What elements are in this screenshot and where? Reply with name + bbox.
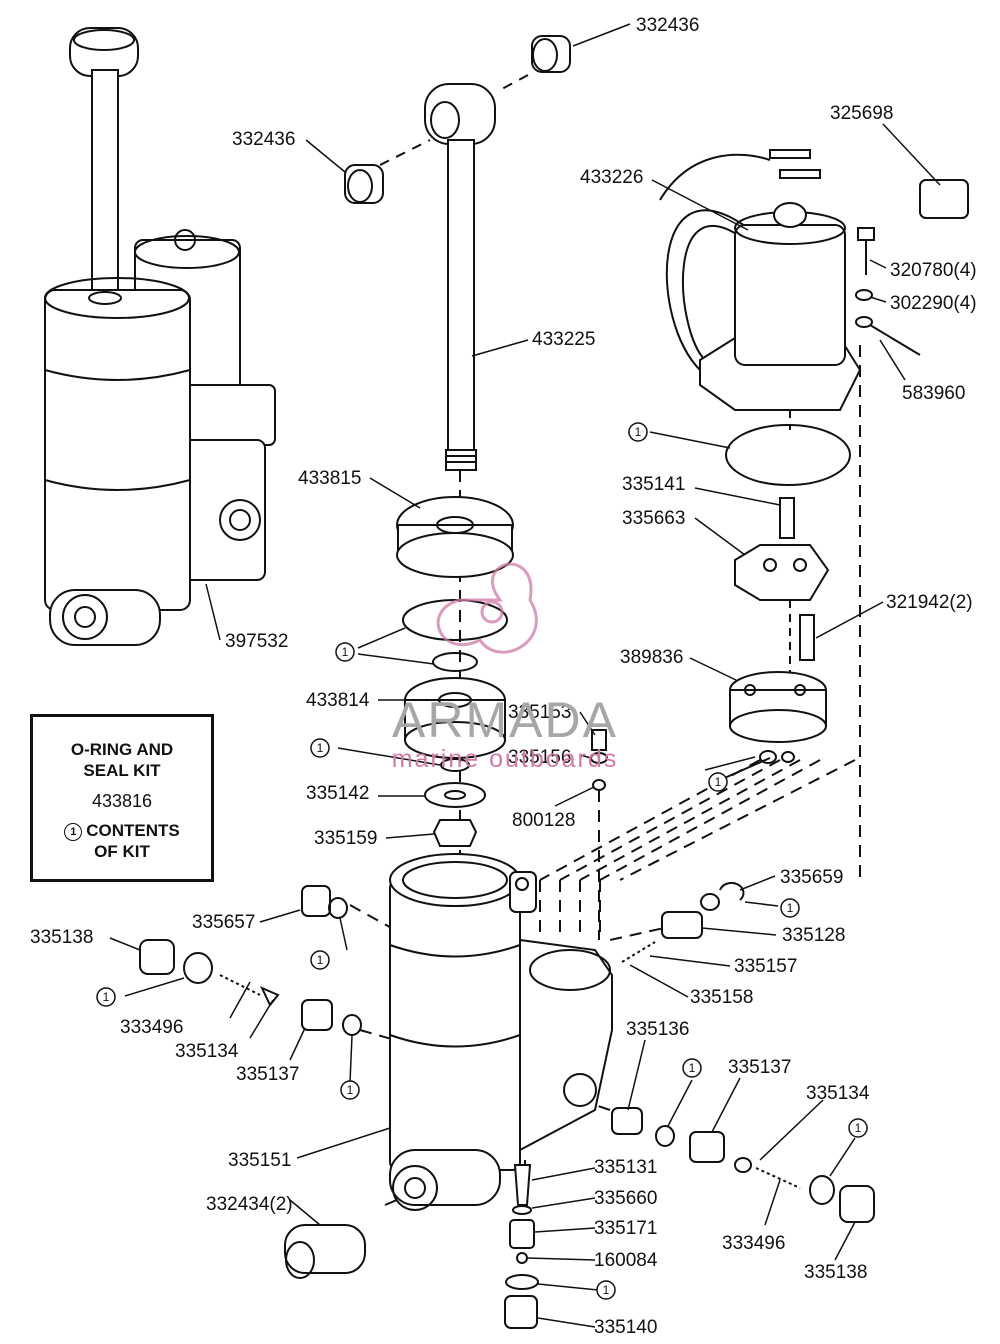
label-335157: 335157 [734,956,797,977]
label-335151: 335151 [228,1150,291,1171]
rod-433225 [344,35,571,471]
kit-marker: 1 [682,1058,702,1078]
label-433226: 433226 [580,167,643,188]
label-335137-right: 335137 [728,1057,791,1078]
label-335128: 335128 [782,925,845,946]
kit-marker: 1 [96,987,116,1007]
label-800128: 800128 [512,810,575,831]
label-397532: 397532 [225,631,288,652]
part-labels: 332436 332436 325698 433226 320780(4) 30… [30,15,977,1338]
kit-marker: 1 [708,772,728,792]
svg-text:1: 1 [317,741,324,755]
kit-marker: 1 [340,1080,360,1100]
svg-text:1: 1 [103,990,110,1004]
svg-text:1: 1 [317,953,324,967]
label-433814: 433814 [306,690,370,711]
label-335131: 335131 [594,1157,657,1178]
kit-number: 433816 [91,791,153,811]
kit-marker: 1 [596,1280,616,1300]
kit-marker: 1 [848,1118,868,1138]
kit-marker: 1 [780,898,800,918]
svg-text:1: 1 [855,1121,862,1135]
label-335141: 335141 [622,474,685,495]
svg-text:1: 1 [635,425,642,439]
kit-marker: 1 [310,738,330,758]
svg-text:1: 1 [787,901,794,915]
label-335140: 335140 [594,1317,657,1338]
svg-text:1: 1 [715,775,722,789]
kit-marker: 1 [628,422,648,442]
label-583960: 583960 [902,383,965,404]
label-335137-left: 335137 [236,1064,299,1085]
right-valves [611,882,875,1223]
bottom-stack [284,1164,539,1329]
label-335153: 335153 [508,702,571,723]
label-335156: 335156 [508,747,571,768]
label-333496-right: 333496 [722,1233,785,1254]
label-335138-left: 335138 [30,927,93,948]
label-335134-right: 335134 [806,1083,870,1104]
left-valves [139,885,362,1036]
label-335171: 335171 [594,1218,657,1239]
label-335134-left: 335134 [175,1041,239,1062]
label-332436-top: 332436 [636,15,699,36]
label-335138-right: 335138 [804,1262,867,1283]
label-335158: 335158 [690,987,753,1008]
svg-text:1: 1 [342,645,349,659]
label-335660: 335660 [594,1188,657,1209]
kit-marker: 1 [335,642,355,662]
label-325698: 325698 [830,103,893,124]
leader-lines [109,23,941,1328]
label-302290: 302290(4) [890,293,977,314]
assembly-lines [349,759,856,1206]
svg-text:1: 1 [603,1283,610,1297]
label-433815: 433815 [298,468,361,489]
label-389836: 389836 [620,647,683,668]
label-335136: 335136 [626,1019,689,1040]
label-160084: 160084 [594,1250,658,1271]
label-333496-left: 333496 [120,1017,183,1038]
label-332434: 332434(2) [206,1194,293,1215]
piston-stack [396,470,608,890]
svg-text:1: 1 [689,1061,696,1075]
label-335659: 335659 [780,867,843,888]
label-335159: 335159 [314,828,377,849]
housing-335151 [389,853,613,1211]
kit-title: O-RING AND SEAL KIT [70,740,174,780]
label-335142: 335142 [306,783,369,804]
label-320780: 320780(4) [890,260,977,281]
svg-text:1: 1 [347,1083,354,1097]
kit-marker: 1 [310,950,330,970]
kit-markers: 1 1 1 1 1 1 1 1 1 1 1 [96,422,868,1300]
kit-marker-icon: 1 [64,823,83,841]
label-335657: 335657 [192,912,255,933]
label-433225: 433225 [532,329,595,350]
watermark-logo [436,562,538,654]
assembled-unit-397532 [44,27,276,646]
pump-stack [719,424,851,781]
motor-433226 [659,149,969,880]
label-332436-mid: 332436 [232,129,295,150]
label-321942: 321942(2) [886,592,973,613]
label-335663: 335663 [622,508,685,529]
